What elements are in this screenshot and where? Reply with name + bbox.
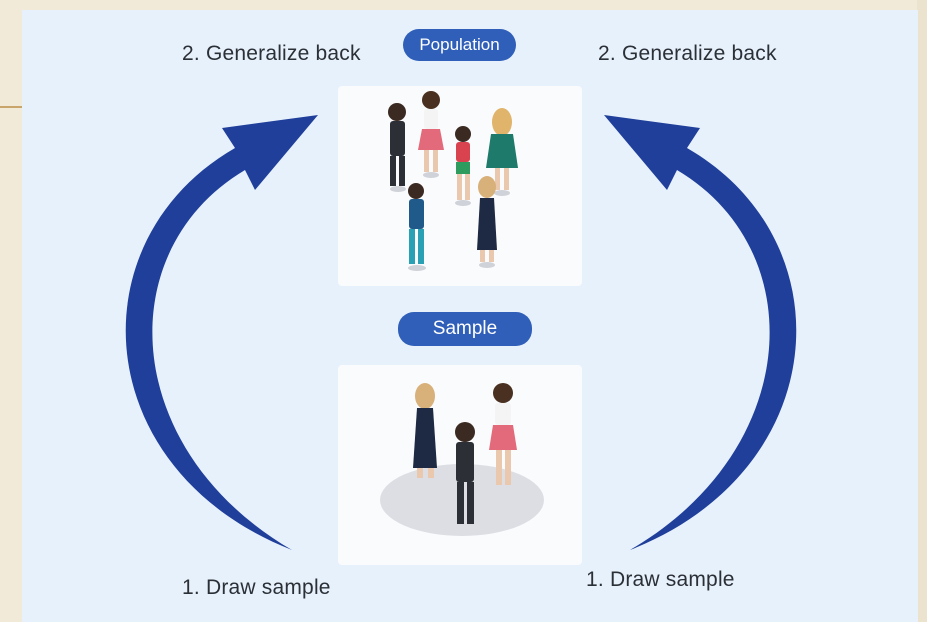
draw-sample-label-right: 1. Draw sample [586,568,735,591]
person-woman-green-icon [486,108,518,196]
person-girl-red-icon [455,126,471,206]
population-badge: Population [403,29,516,61]
population-people-illustration [388,91,518,271]
right-cycle-arrow [604,115,797,550]
page-edge [917,0,927,622]
person-man-suit-icon [388,103,406,192]
sample-person-woman-pink-icon [489,383,517,485]
person-woman-dress-icon [477,176,497,268]
sample-people-illustration [413,383,517,524]
sample-person-woman-dress-icon [413,383,437,478]
sample-badge: Sample [398,312,532,346]
draw-sample-label-left: 1. Draw sample [182,576,331,599]
person-woman-pink-icon [418,91,444,178]
sample-person-man-suit-icon [455,422,475,524]
generalize-back-label-left: 2. Generalize back [182,42,361,65]
person-boy-teal-icon [408,183,426,271]
generalize-back-label-right: 2. Generalize back [598,42,777,65]
left-cycle-arrow [125,115,318,550]
